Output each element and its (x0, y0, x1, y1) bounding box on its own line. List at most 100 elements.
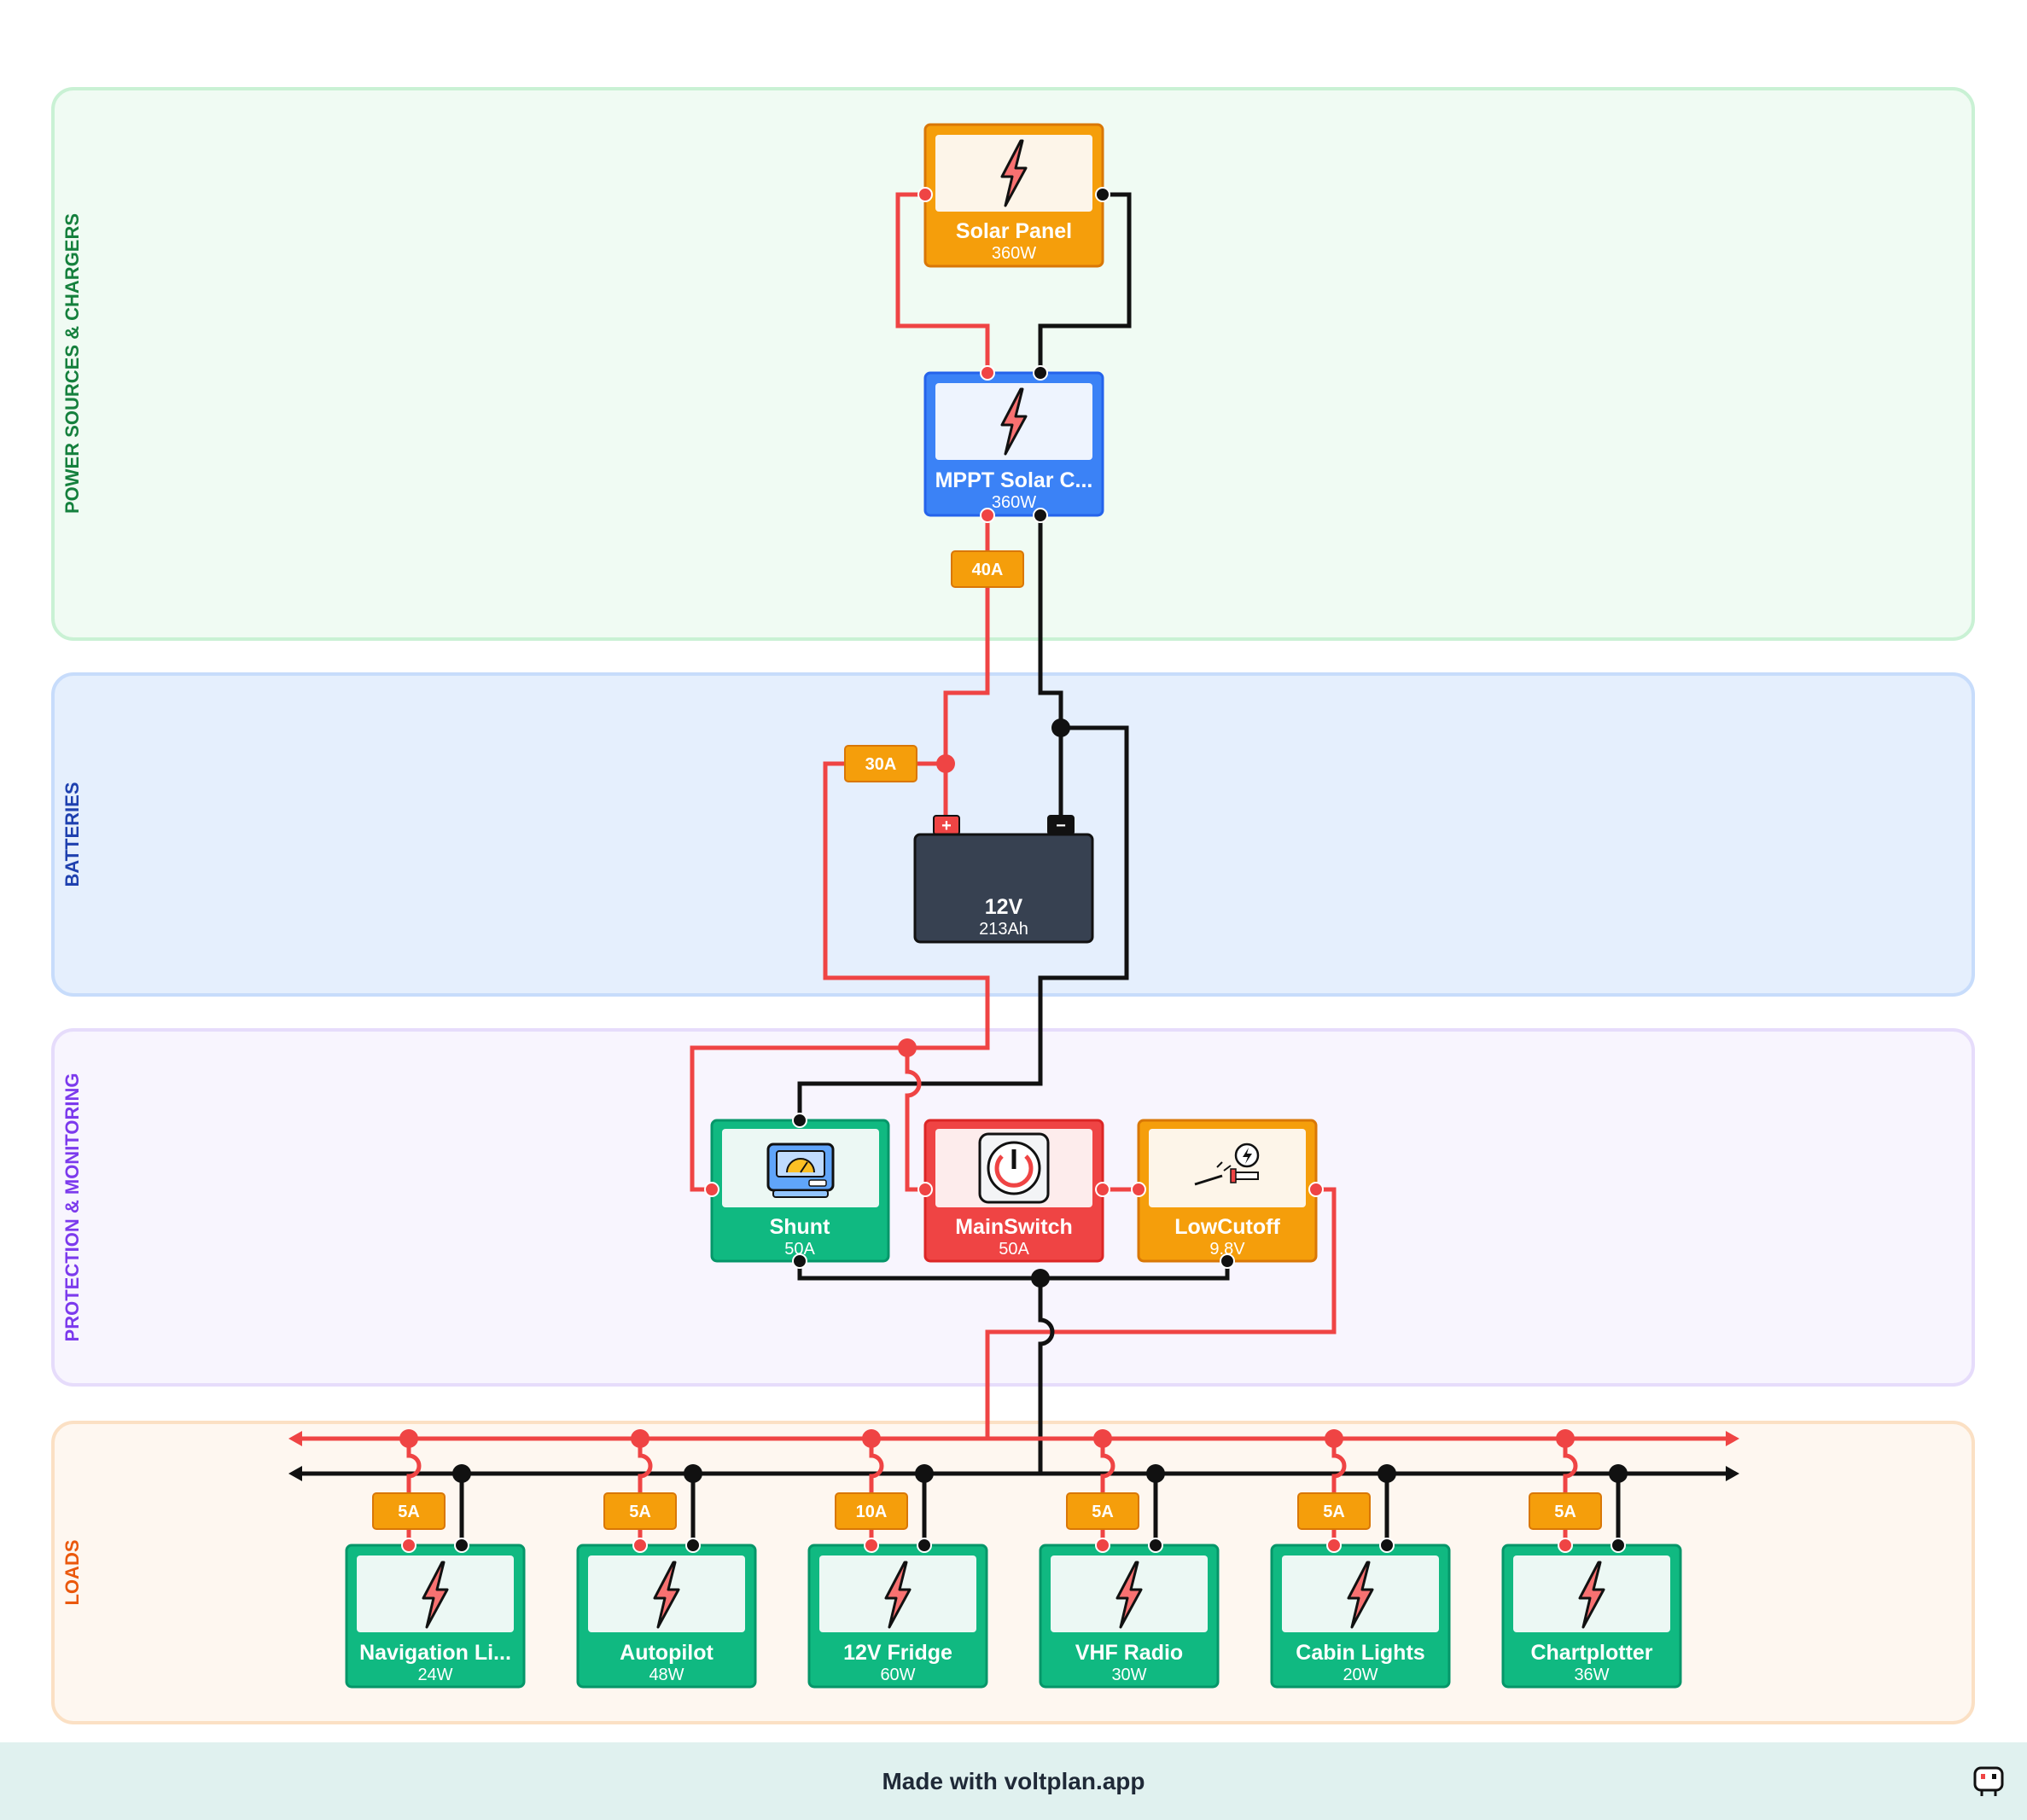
shunt-rating: 50A (784, 1240, 815, 1259)
terminal-negative[interactable] (917, 1538, 932, 1553)
load-fuse[interactable]: 5A (1066, 1492, 1139, 1530)
junction-dot (1146, 1464, 1165, 1483)
terminal-negative[interactable] (792, 1113, 807, 1128)
fuse-battery[interactable]: 30A (844, 745, 917, 782)
load-name: Autopilot (620, 1641, 714, 1665)
terminal-negative[interactable] (454, 1538, 469, 1553)
terminal-positive[interactable] (1326, 1538, 1342, 1553)
fuse-label: 40A (972, 561, 1004, 579)
terminal-positive[interactable] (1308, 1182, 1324, 1197)
load-fuse[interactable]: 10A (835, 1492, 908, 1530)
terminal-positive[interactable] (864, 1538, 879, 1553)
terminal-positive[interactable] (917, 1182, 933, 1197)
solar-panel-device[interactable]: Solar Panel 360W (917, 123, 1110, 268)
load-rating: 48W (649, 1666, 684, 1684)
terminal-positive[interactable] (917, 187, 933, 202)
battery-minus-label: − (1056, 817, 1066, 835)
terminal-positive[interactable] (1558, 1538, 1573, 1553)
fuse-label: 10A (856, 1503, 888, 1521)
fuse-label: 5A (1092, 1503, 1114, 1521)
junction-dot (862, 1429, 881, 1448)
fuse-label: 5A (1554, 1503, 1576, 1521)
load-fuse[interactable]: 5A (372, 1492, 446, 1530)
load-fuse[interactable]: 5A (1297, 1492, 1371, 1530)
terminal-negative[interactable] (1095, 187, 1110, 202)
load-device[interactable]: 5A Navigation Li...24W (345, 1429, 526, 1689)
section-power: POWER SOURCES & CHARGERS (51, 87, 1975, 641)
terminal-negative[interactable] (1220, 1253, 1235, 1269)
junction-dot (452, 1464, 471, 1483)
section-label-power: POWER SOURCES & CHARGERS (61, 213, 83, 514)
positive-bus-arrow-right (1726, 1431, 1739, 1446)
terminal-negative[interactable] (1033, 508, 1048, 523)
load-wire-positive (1100, 1439, 1115, 1545)
load-wire-positive (1563, 1439, 1578, 1545)
bus-bars (288, 1431, 1739, 1481)
load-rating: 24W (417, 1666, 452, 1684)
terminal-positive[interactable] (632, 1538, 648, 1553)
terminal-negative[interactable] (1611, 1538, 1626, 1553)
low-cutoff-device[interactable]: LowCutoff 9.8V (1131, 1119, 1324, 1269)
negative-bus-arrow-left (288, 1466, 302, 1481)
fuse-label: 5A (1323, 1503, 1345, 1521)
load-fuse[interactable]: 5A (1529, 1492, 1602, 1530)
terminal-negative[interactable] (792, 1253, 807, 1269)
terminal-positive[interactable] (1095, 1538, 1110, 1553)
junction-dot (399, 1429, 418, 1448)
load-wire-positive (869, 1439, 884, 1545)
voltplan-logo-icon[interactable] (1972, 1765, 2006, 1799)
terminal-positive[interactable] (704, 1182, 719, 1197)
terminal-positive[interactable] (980, 508, 995, 523)
junction-dot (1556, 1429, 1575, 1448)
load-name: Chartplotter (1530, 1641, 1652, 1665)
fuse-mppt[interactable]: 40A (951, 550, 1024, 588)
low-cutoff-name: LowCutoff (1174, 1215, 1280, 1239)
gauge-icon (766, 1143, 835, 1198)
wire-battery-positive-down (823, 761, 990, 1050)
solar-panel-name: Solar Panel (956, 219, 1072, 243)
terminal-positive[interactable] (1095, 1182, 1110, 1197)
junction-dot (1031, 1269, 1050, 1288)
wire-to-mainswitch (905, 1048, 925, 1192)
load-wire-positive (1331, 1439, 1347, 1545)
wire-battery-negative-main (797, 725, 1129, 1117)
load-name: 12V Fridge (843, 1641, 952, 1665)
section-label-batteries: BATTERIES (61, 782, 83, 887)
terminal-positive[interactable] (980, 365, 995, 381)
load-fuse[interactable]: 5A (603, 1492, 677, 1530)
battery-device[interactable]: + − 12V 213Ah (913, 815, 1094, 944)
load-name: Navigation Li... (359, 1641, 511, 1665)
terminal-negative[interactable] (1148, 1538, 1163, 1553)
battery-plus-label: + (941, 817, 952, 835)
section-label-loads: LOADS (61, 1540, 83, 1606)
fuse-label: 5A (629, 1503, 651, 1521)
mppt-rating: 360W (992, 493, 1036, 512)
wire-mppt-positive (943, 515, 990, 823)
footer-text[interactable]: Made with voltplan.app (882, 1768, 1145, 1794)
wire-neg-down (1038, 1278, 1055, 1474)
junction-dot (898, 1038, 917, 1057)
junction-dot (1609, 1464, 1628, 1483)
shunt-device[interactable]: Shunt 50A (704, 1113, 890, 1269)
main-switch-name: MainSwitch (955, 1215, 1073, 1239)
load-rating: 60W (880, 1666, 915, 1684)
negative-bus-arrow-right (1726, 1466, 1739, 1481)
fuse-label: 5A (398, 1503, 420, 1521)
terminal-positive[interactable] (401, 1538, 416, 1553)
terminal-negative[interactable] (1033, 365, 1048, 381)
mppt-device[interactable]: MPPT Solar C... 360W (923, 365, 1104, 523)
terminal-positive[interactable] (1131, 1182, 1146, 1197)
terminal-negative[interactable] (1379, 1538, 1395, 1553)
battery-capacity: 213Ah (979, 920, 1028, 939)
junction-dot (1051, 718, 1070, 737)
terminal-negative[interactable] (685, 1538, 701, 1553)
wire-to-shunt (690, 1045, 907, 1192)
cutoff-icon (1194, 1143, 1260, 1186)
junction-dot (684, 1464, 702, 1483)
main-switch-device[interactable]: MainSwitch 50A (917, 1119, 1110, 1263)
